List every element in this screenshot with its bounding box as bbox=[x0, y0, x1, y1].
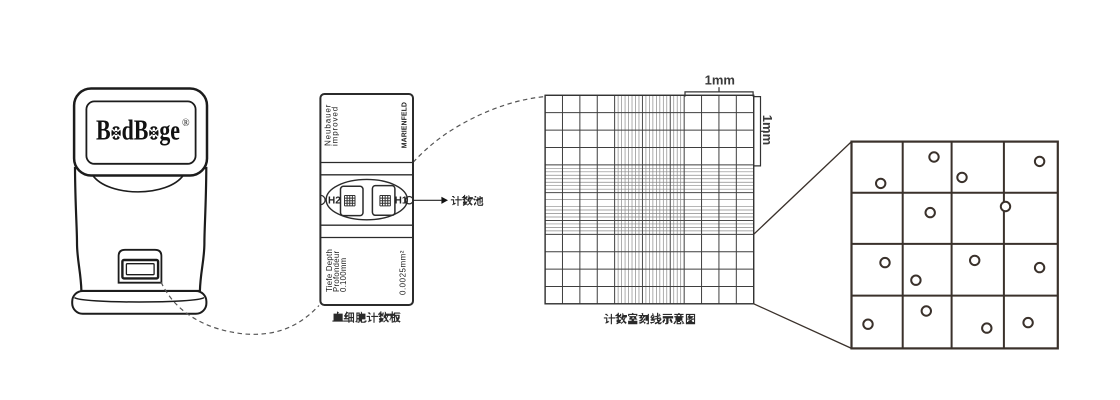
svg-text:1mm: 1mm bbox=[760, 115, 775, 145]
svg-text:MARIENFELD: MARIENFELD bbox=[401, 102, 408, 148]
svg-text:improved: improved bbox=[331, 106, 340, 146]
svg-text:H1: H1 bbox=[395, 196, 408, 207]
svg-text:0.0025mm²: 0.0025mm² bbox=[398, 250, 407, 295]
svg-text:1mm: 1mm bbox=[705, 73, 735, 88]
svg-text:Neubauer: Neubauer bbox=[324, 104, 333, 146]
svg-text:Tiefe Depth: Tiefe Depth bbox=[325, 249, 334, 292]
svg-text:BodBoge: BodBoge bbox=[96, 115, 180, 147]
svg-text:®: ® bbox=[182, 118, 190, 129]
svg-text:0.100mm: 0.100mm bbox=[339, 258, 348, 292]
svg-text:H2: H2 bbox=[328, 196, 341, 207]
svg-text:Profondeur: Profondeur bbox=[332, 250, 341, 292]
